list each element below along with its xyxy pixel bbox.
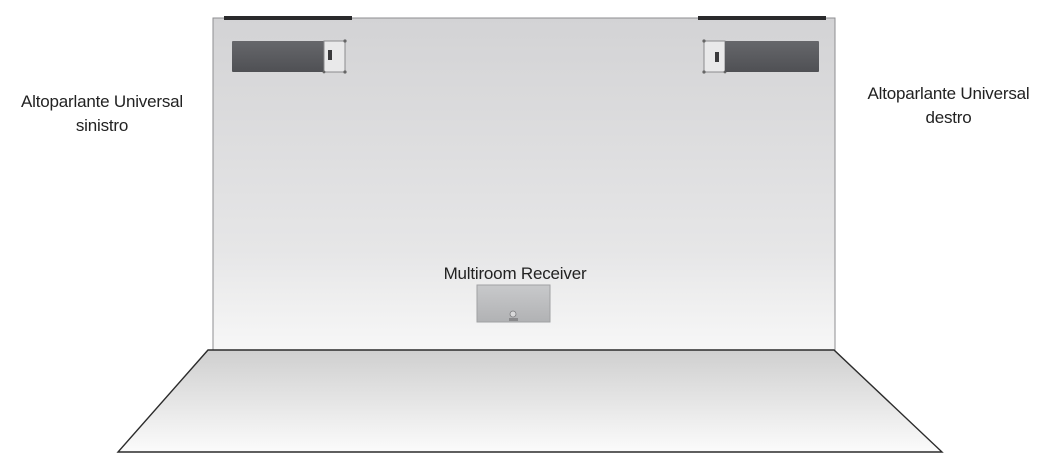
receiver-label: Multiroom Receiver (420, 262, 610, 286)
right-speaker (702, 39, 819, 74)
ceiling-bar-left (224, 16, 352, 20)
right-speaker-label: Altoparlante Universal destro (846, 82, 1051, 130)
left-speaker-label: Altoparlante Universal sinistro (0, 90, 204, 138)
multiroom-receiver (476, 284, 551, 323)
ceiling-bar-right (698, 16, 826, 20)
left-speaker (232, 39, 347, 74)
left-speaker-label-line1: Altoparlante Universal (21, 92, 183, 111)
right-speaker-label-line1: Altoparlante Universal (867, 84, 1030, 103)
left-speaker-label-line2: sinistro (75, 116, 129, 135)
floor (116, 349, 944, 453)
right-speaker-label-line2: destro (925, 108, 972, 127)
receiver-label-text: Multiroom Receiver (443, 264, 587, 283)
